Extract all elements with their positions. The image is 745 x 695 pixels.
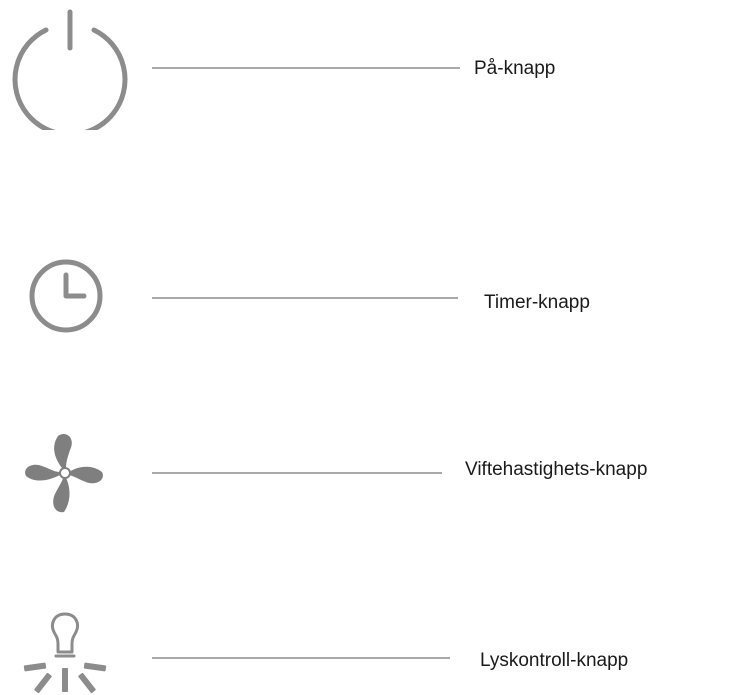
timer-button-label: Timer-knapp	[484, 292, 590, 313]
power-icon	[8, 6, 132, 130]
clock-icon	[26, 256, 106, 336]
power-button-row: På-knapp	[0, 0, 745, 140]
light-bulb-icon	[20, 608, 110, 694]
power-button-label: På-knapp	[474, 58, 556, 79]
light-control-button-row: Lyskontroll-knapp	[0, 600, 745, 695]
timer-button-row: Timer-knapp	[0, 250, 745, 350]
leader-line	[152, 67, 460, 69]
fan-speed-button-row: Viftehastighets-knapp	[0, 420, 745, 520]
light-control-button-label: Lyskontroll-knapp	[480, 650, 629, 671]
leader-line	[152, 297, 458, 299]
leader-line	[152, 657, 450, 659]
leader-line	[152, 472, 442, 474]
fan-speed-button-label: Viftehastighets-knapp	[465, 459, 648, 480]
fan-icon	[22, 430, 108, 516]
